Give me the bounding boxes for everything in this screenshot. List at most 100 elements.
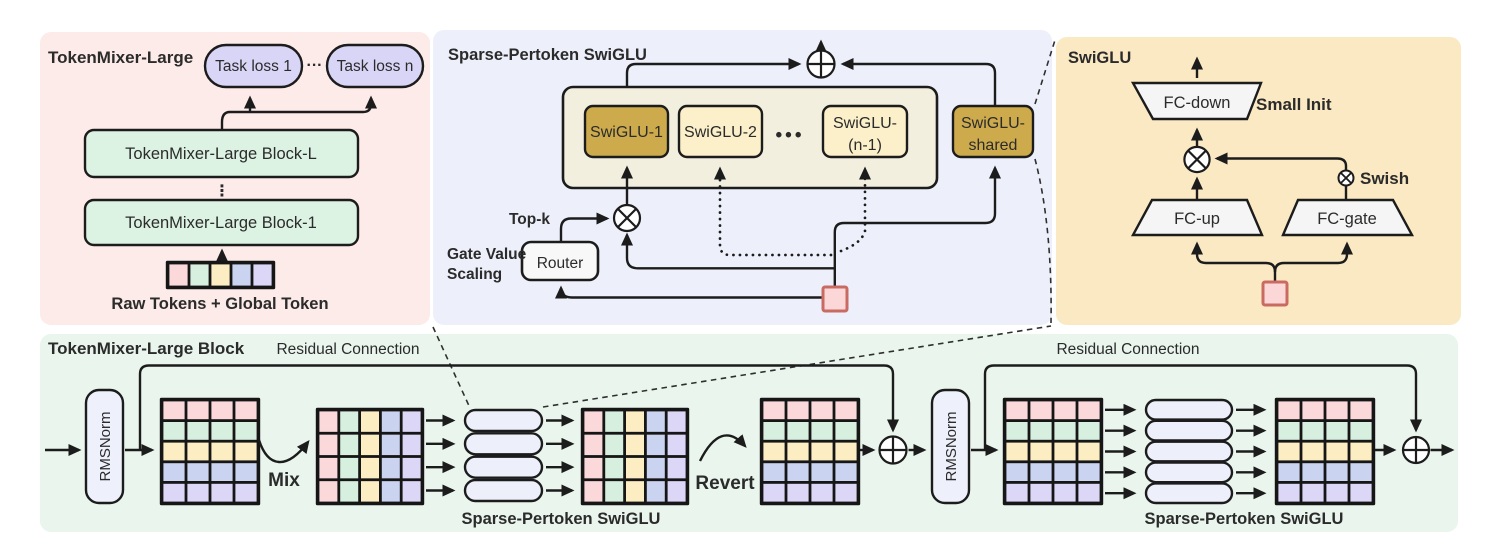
token-cell-yellow	[763, 442, 785, 461]
token-cell-periwinkle	[646, 411, 665, 432]
swiglu-pill	[1144, 419, 1234, 442]
token-cell-lavender	[835, 483, 857, 502]
token-cell-lavender	[787, 483, 809, 502]
token-cell-pink	[584, 411, 603, 432]
left-panel-title: TokenMixer-Large	[48, 48, 193, 67]
token-cell-yellow	[1302, 442, 1324, 461]
token-cell-pink	[319, 457, 338, 479]
swiglu-pill	[1144, 482, 1234, 505]
token-cell-green	[835, 422, 857, 440]
mix-label: Mix	[268, 470, 300, 491]
token-cell-yellow	[626, 411, 644, 432]
token-cell-yellow	[361, 434, 379, 456]
token-cell-pink	[1278, 401, 1300, 420]
vertical-ellipsis: ⋮	[214, 183, 230, 200]
top-k-label: Top-k	[509, 211, 550, 228]
token-cell-periwinkle	[381, 481, 400, 502]
token-grid-frame	[580, 407, 690, 506]
revert-arrow	[698, 434, 747, 462]
tokenmixer-block-L-label: TokenMixer-Large Block-L	[125, 145, 317, 163]
token-cell-yellow	[361, 411, 379, 432]
token-cell-lavender	[1350, 483, 1372, 502]
token-cell-periwinkle	[1278, 463, 1300, 481]
swiglu-pill	[463, 432, 544, 456]
swish-times-icon	[1337, 169, 1355, 187]
token-cell-lavender	[211, 483, 233, 502]
token-cell-pink	[1030, 401, 1052, 420]
tokenmixer-block-1-label: TokenMixer-Large Block-1	[125, 214, 317, 232]
token-cell-green	[605, 434, 624, 456]
token-cell-periwinkle	[1030, 463, 1052, 481]
token-cell-green	[1326, 422, 1348, 440]
task-loss-n-pill	[325, 43, 425, 89]
token-cell-yellow	[1054, 442, 1076, 461]
token-grid-frame	[1274, 397, 1376, 506]
residual-connection-line-right	[983, 364, 1422, 450]
token-cell-green	[605, 411, 624, 432]
token-cell-pink	[1326, 401, 1348, 420]
token-cell-periwinkle	[232, 264, 251, 286]
token-cell-lavender	[402, 481, 421, 502]
token-cell-periwinkle	[1078, 463, 1100, 481]
token-cell-yellow	[626, 481, 644, 502]
residual-connection-line-left	[138, 364, 899, 450]
token-cell-pink	[319, 411, 338, 432]
token-cell-pink	[163, 401, 185, 420]
arrow-router-to-mul	[559, 212, 610, 242]
swiglu-pill-stack-right	[1105, 398, 1267, 505]
fc-up-trapezoid	[1130, 198, 1264, 237]
token-cell-pink	[811, 401, 833, 420]
token-cell-periwinkle	[787, 463, 809, 481]
token-cell-green	[1030, 422, 1052, 440]
token-grid-4	[759, 397, 861, 506]
token-cell-pink	[584, 457, 603, 479]
token-cell-green	[1006, 422, 1028, 440]
router-box	[520, 240, 600, 282]
token-cell-yellow	[163, 442, 185, 461]
arrow-swish-to-mul	[1214, 152, 1348, 171]
token-cell-lavender	[253, 264, 272, 286]
token-cell-lavender	[402, 457, 421, 479]
input-token-square	[1261, 280, 1289, 307]
token-cell-green	[787, 422, 809, 440]
token-cell-pink	[187, 401, 209, 420]
middle-panel-title: Sparse-Pertoken SwiGLU	[448, 46, 647, 64]
fc-gate-trapezoid	[1281, 198, 1415, 237]
expert-swiglu-shared-box	[951, 104, 1035, 159]
swiglu-pill	[463, 455, 544, 479]
token-cell-periwinkle	[811, 463, 833, 481]
swiglu-pill	[1144, 440, 1234, 463]
rmsnorm-right-box	[930, 388, 971, 505]
zoom-connector-lines	[432, 39, 1056, 409]
dotted-arrow-to-expert2	[714, 166, 833, 257]
token-grid-frame	[159, 397, 261, 506]
fc-gate-label: FC-gate	[1317, 210, 1377, 228]
dotted-arrow-to-expert-n1	[839, 166, 871, 253]
tokenmixer-block-L-box	[83, 128, 360, 179]
token-cell-green	[235, 422, 257, 440]
token-cell-periwinkle	[1054, 463, 1076, 481]
token-grid-2-mixed	[315, 407, 425, 506]
task-loss-dots: ···	[307, 57, 323, 74]
circled-times-icon	[1183, 145, 1211, 174]
circled-plus-icon	[1401, 435, 1431, 465]
residual-connection-label-right: Residual Connection	[1056, 341, 1199, 358]
token-grid-3-mixed	[580, 407, 690, 506]
token-cell-pink	[1006, 401, 1028, 420]
token-cell-yellow	[1078, 442, 1100, 461]
task-loss-n-label: Task loss n	[337, 58, 414, 75]
circled-plus-icon	[878, 435, 908, 465]
right-panel-group: SwiGLU FC-down Small Init Swish FC-up FC…	[1068, 49, 1415, 307]
swiglu-pill	[1144, 398, 1234, 421]
raw-token-strip	[165, 260, 276, 290]
task-loss-1-label: Task loss 1	[215, 58, 292, 75]
circled-times-icon	[612, 203, 642, 233]
token-cell-green	[605, 457, 624, 479]
token-cell-periwinkle	[646, 434, 665, 456]
token-cell-yellow	[1326, 442, 1348, 461]
swiglu-pill	[463, 408, 544, 433]
middle-panel-group: Sparse-Pertoken SwiGLU SwiGLU-1 SwiGLU-2…	[447, 39, 1035, 313]
token-grid-frame	[759, 397, 861, 506]
token-cell-green	[1054, 422, 1076, 440]
